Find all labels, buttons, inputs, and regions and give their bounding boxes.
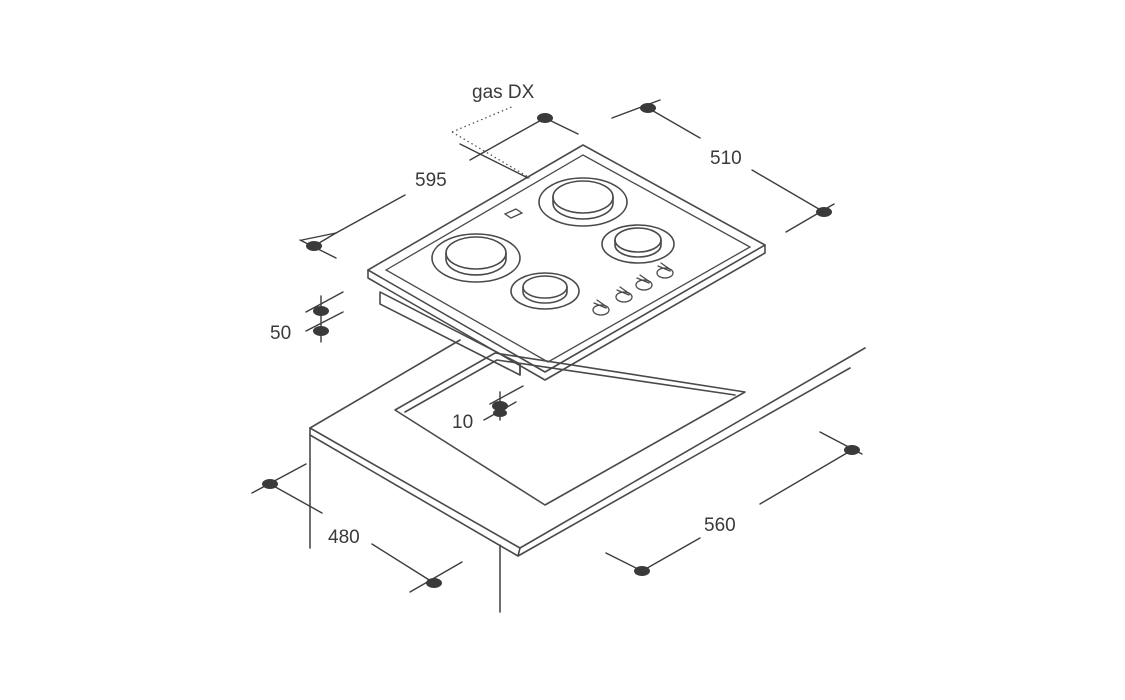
label-510: 510: [710, 148, 742, 169]
dimension-height-hob: 50: [270, 291, 344, 344]
countertop-cutout: [394, 352, 746, 506]
countertop: [309, 339, 866, 613]
dimension-width-hob: 595: [299, 113, 579, 259]
label-50: 50: [270, 323, 291, 344]
knob-1: [592, 299, 610, 316]
knob-4: [656, 262, 674, 279]
label-10: 10: [452, 412, 473, 433]
label-gas-dx: gas DX: [472, 82, 535, 103]
dimension-clearance: 10: [452, 385, 524, 433]
dimension-cutout-depth: 480: [251, 463, 463, 593]
burner-rear-large: [538, 177, 628, 227]
gas-connection-callout: gas DX: [451, 82, 535, 179]
logo-plate: [503, 208, 524, 219]
burner-right-small: [601, 224, 675, 264]
gas-hob: [367, 144, 766, 381]
dimension-cutout-width: 560: [605, 431, 863, 576]
knob-2: [615, 286, 633, 303]
burner-left-large: [431, 233, 521, 283]
knob-3: [635, 274, 653, 291]
label-480: 480: [328, 527, 360, 548]
burner-front-small: [510, 272, 580, 310]
control-knobs: [592, 262, 674, 316]
dimension-depth-hob: 510: [611, 99, 835, 233]
label-595: 595: [415, 170, 447, 191]
label-560: 560: [704, 515, 736, 536]
